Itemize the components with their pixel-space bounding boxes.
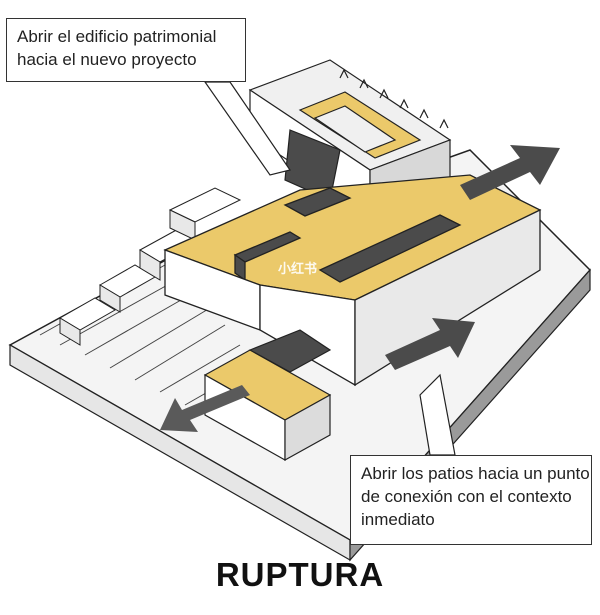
callout-heritage: Abrir el edificio patrimonial hacia el n… xyxy=(6,18,246,82)
callout-heritage-line-1: Abrir el edificio patrimonial xyxy=(17,27,217,46)
arrow-lower-left xyxy=(160,385,250,432)
heritage-building xyxy=(248,59,452,217)
arrow-top-right xyxy=(460,145,560,200)
diagram-title: RUPTURA xyxy=(215,556,385,593)
neighbouring-buildings xyxy=(59,187,242,346)
direction-arrows xyxy=(160,145,560,432)
arrow-right-up xyxy=(385,318,475,370)
main-building xyxy=(163,174,542,387)
callout-patios-line-1: Abrir los patios hacia un punto xyxy=(361,464,590,483)
watermark: 小红书 xyxy=(278,262,318,277)
callout-patios: Abrir los patios hacia un punto de conex… xyxy=(350,455,592,545)
callout-patios-line-3: inmediato xyxy=(361,510,435,529)
callout-heritage-line-2: hacia el nuevo proyecto xyxy=(17,50,197,69)
callout-patios-line-2: de conexión con el contexto xyxy=(361,487,572,506)
